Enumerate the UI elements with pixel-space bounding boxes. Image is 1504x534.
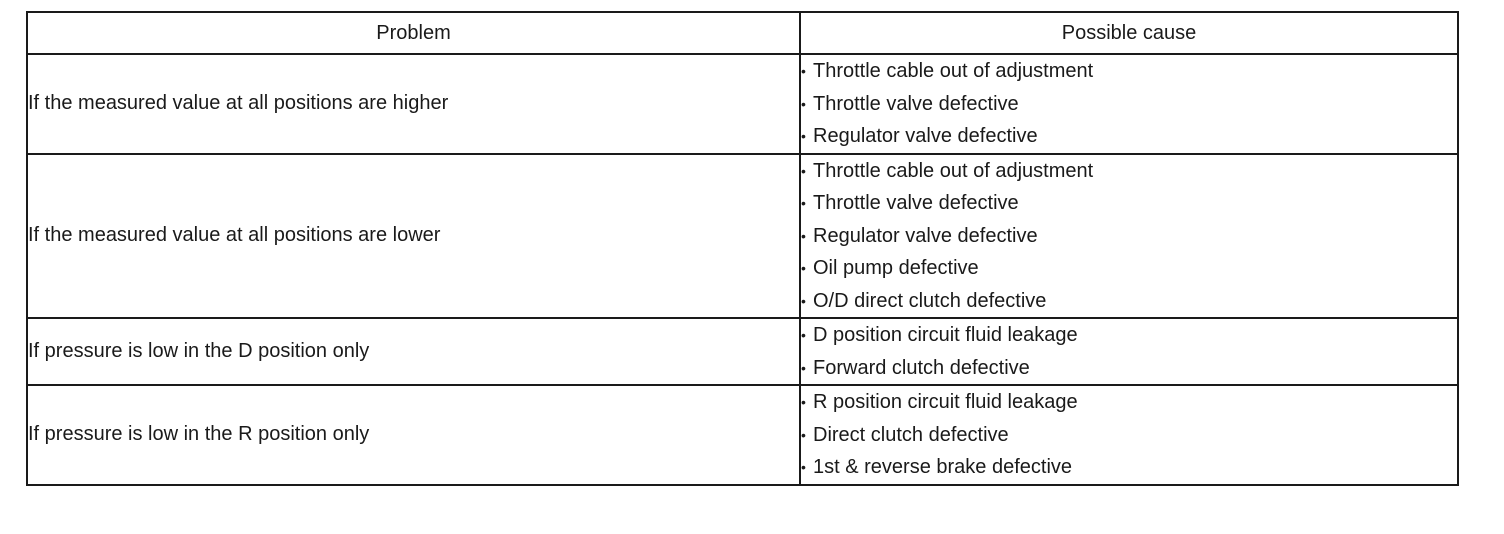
cause-cell: • D position circuit fluid leakage • Forwa… [799, 317, 1459, 386]
problem-cell: If pressure is low in the R position onl… [26, 384, 801, 486]
cause-item: • 1st & reverse brake defective [801, 451, 1457, 484]
cause-text: Forward clutch defective [813, 356, 1030, 379]
cause-item: • D position circuit fluid leakage [801, 319, 1457, 352]
table-row: If the measured value at all positions a… [26, 152, 1459, 319]
cause-item: • Direct clutch defective [801, 419, 1457, 452]
problem-cell: If the measured value at all positions a… [26, 152, 801, 319]
cause-list: • Throttle cable out of adjustment • Throt… [801, 155, 1457, 318]
bullet-icon: • [801, 63, 806, 79]
bullet-icon: • [801, 292, 806, 309]
cause-item: • Regulator valve defective [801, 220, 1457, 253]
header-problem: Problem [26, 11, 801, 55]
cause-text: Throttle cable out of adjustment [813, 159, 1094, 182]
table-row: If pressure is low in the R position onl… [26, 384, 1459, 486]
cause-item: • Forward clutch defective [801, 352, 1457, 385]
bullet-icon: • [801, 394, 806, 410]
header-possible-cause: Possible cause [799, 11, 1459, 55]
cause-list: • Throttle cable out of adjustment • Throt… [801, 55, 1457, 153]
cause-text: Throttle valve defective [813, 192, 1019, 214]
cause-cell: • Throttle cable out of adjustment • Throt… [799, 53, 1459, 155]
cause-text: Regulator valve defective [813, 125, 1038, 147]
cause-cell: • Throttle cable out of adjustment • Throt… [799, 152, 1459, 319]
cause-item: • O/D direct clutch defective [801, 285, 1457, 318]
header-row: Problem Possible cause [26, 11, 1459, 55]
troubleshooting-table: Problem Possible cause If the measured v… [26, 11, 1459, 486]
problem-cell: If the measured value at all positions a… [26, 53, 801, 155]
cause-text: R position circuit fluid leakage [813, 391, 1078, 413]
cause-cell: • R position circuit fluid leakage • Direc… [799, 384, 1459, 486]
table-row: If pressure is low in the D position onl… [26, 317, 1459, 386]
problem-cell: If pressure is low in the D position onl… [26, 317, 801, 386]
cause-list: • D position circuit fluid leakage • Forwa… [801, 319, 1457, 384]
bullet-icon: • [801, 227, 806, 244]
cause-text: Direct clutch defective [813, 423, 1009, 446]
cause-item: • Regulator valve defective [801, 120, 1457, 153]
cause-text: D position circuit fluid leakage [813, 324, 1078, 346]
cause-text: Oil pump defective [813, 257, 979, 279]
cause-text: 1st & reverse brake defective [813, 456, 1073, 478]
cause-list: • R position circuit fluid leakage • Direc… [801, 386, 1457, 484]
bullet-icon: • [801, 195, 806, 211]
bullet-icon: • [801, 95, 806, 112]
bullet-icon: • [801, 162, 806, 179]
bullet-icon: • [801, 260, 806, 276]
cause-text: O/D direct clutch defective [813, 289, 1047, 312]
cause-item: • Throttle valve defective [801, 88, 1457, 121]
cause-item: • Throttle valve defective [801, 187, 1457, 220]
cause-item: • Throttle cable out of adjustment [801, 55, 1457, 88]
bullet-icon: • [801, 128, 806, 144]
cause-item: • R position circuit fluid leakage [801, 386, 1457, 419]
cause-text: Throttle valve defective [813, 92, 1019, 115]
bullet-icon: • [801, 359, 806, 376]
cause-text: Regulator valve defective [813, 224, 1038, 247]
cause-item: • Throttle cable out of adjustment [801, 155, 1457, 188]
bullet-icon: • [801, 426, 806, 443]
cause-text: Throttle cable out of adjustment [813, 60, 1094, 82]
bullet-icon: • [801, 327, 806, 343]
bullet-icon: • [801, 459, 806, 475]
table-row: If the measured value at all positions a… [26, 53, 1459, 155]
cause-item: • Oil pump defective [801, 252, 1457, 285]
